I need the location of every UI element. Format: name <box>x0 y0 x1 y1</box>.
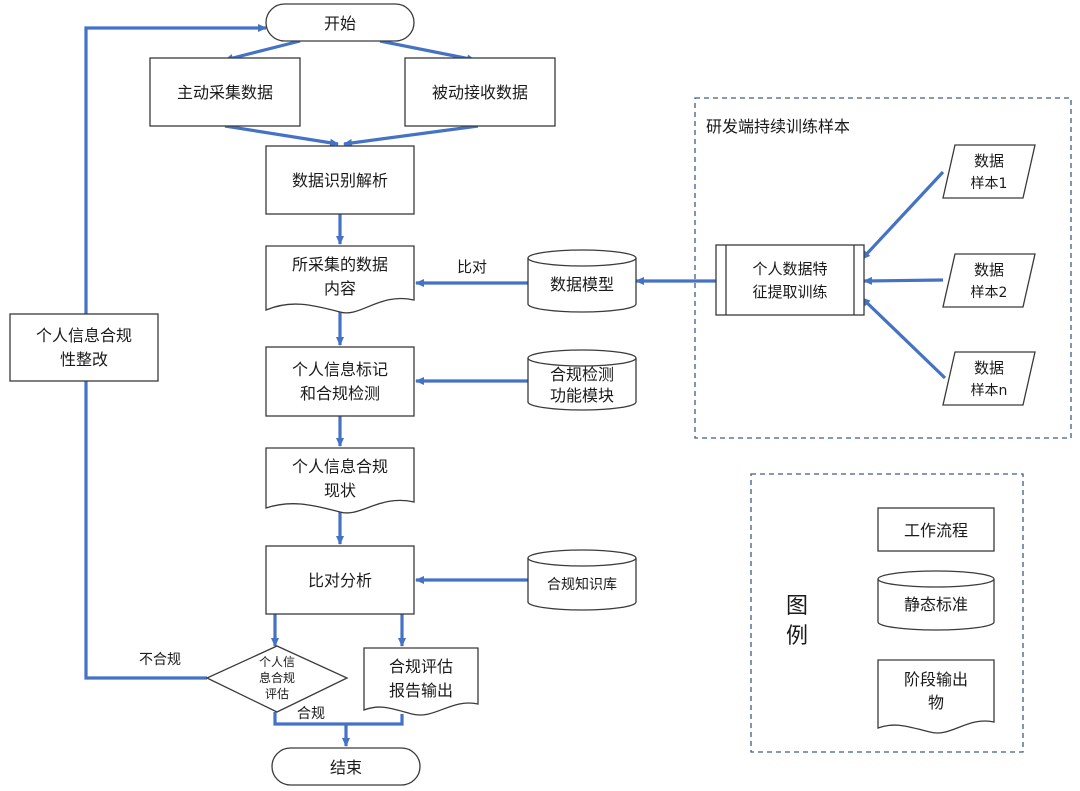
connectors <box>84 24 947 746</box>
start-node: 开始 <box>265 3 415 42</box>
rectify-line-1: 个人信息合规 <box>36 326 132 345</box>
legend-title-line-1: 图 <box>786 594 808 619</box>
legend-workflow: 工作流程 <box>877 507 995 552</box>
sample-n-input: 数据 样本n <box>942 351 1036 406</box>
arrow-active-to-parse <box>224 124 339 147</box>
rectify-line-2: 性整改 <box>60 350 108 369</box>
sample-1-line-2: 样本1 <box>971 176 1008 192</box>
compliant-edge-label: 合规 <box>297 706 325 722</box>
sample-n-line-2: 样本n <box>971 383 1008 399</box>
arrow-start-to-active <box>224 39 301 62</box>
active-collect-box: 主动采集数据 <box>149 57 301 127</box>
legend-title-line-2: 例 <box>786 624 808 649</box>
arrow-rectify-to-start <box>84 24 267 314</box>
collected-content-document: 所采集的数据 内容 <box>265 245 415 314</box>
compliance-decision-diamond: 个人信 息合规 评估 <box>205 645 349 713</box>
compare-analysis-label: 比对分析 <box>308 571 372 590</box>
active-collect-label: 主动采集数据 <box>177 83 273 102</box>
arrow-sample2-to-train <box>863 276 944 285</box>
arrow-start-to-passive <box>379 39 476 63</box>
extract-train-line-2: 征提取训练 <box>752 283 827 301</box>
sample-2-input: 数据 样本2 <box>942 253 1036 308</box>
legend-stage-output-line-1: 阶段输出 <box>904 670 968 689</box>
extract-train-line-1: 个人数据特 <box>752 260 827 278</box>
arrow-sample1-to-train <box>860 170 945 261</box>
report-line-1: 合规评估 <box>389 657 453 676</box>
check-module-line-2: 功能模块 <box>550 386 614 405</box>
decision-line-3: 评估 <box>265 687 289 701</box>
compliance-status-document: 个人信息合规 现状 <box>265 447 415 514</box>
compliance-status-line-1: 个人信息合规 <box>292 457 388 476</box>
rectify-box: 个人信息合规 性整改 <box>9 313 159 382</box>
data-model-label: 数据模型 <box>550 275 614 294</box>
arrow-passive-to-parse <box>343 124 479 147</box>
passive-receive-box: 被动接收数据 <box>404 57 556 127</box>
arrow-noncompliant-to-rectify <box>84 381 207 680</box>
check-module-cylinder: 合规检测 功能模块 <box>527 349 637 411</box>
start-label: 开始 <box>324 14 356 33</box>
compliance-status-line-2: 现状 <box>324 481 356 500</box>
report-output-document: 合规评估 报告输出 <box>363 647 479 716</box>
check-module-line-1: 合规检测 <box>550 365 614 384</box>
noncompliant-edge-label: 不合规 <box>139 652 181 668</box>
decision-line-2: 息合规 <box>259 670 295 685</box>
arrow-samplen-to-train <box>860 296 947 380</box>
compare-edge-label: 比对 <box>457 258 487 276</box>
legend-stage-output: 阶段输出 物 <box>877 659 995 734</box>
data-model-cylinder: 数据模型 <box>527 249 637 313</box>
report-line-2: 报告输出 <box>389 681 453 700</box>
sample-2-line-2: 样本2 <box>971 285 1008 301</box>
collected-content-line-1: 所采集的数据 <box>292 255 388 274</box>
identify-parse-label: 数据识别解析 <box>292 171 388 190</box>
legend-workflow-label: 工作流程 <box>904 521 968 540</box>
extract-train-process: 个人数据特 征提取训练 <box>715 244 865 316</box>
mark-check-line-1: 个人信息标记 <box>292 360 388 379</box>
sample-1-line-1: 数据 <box>974 152 1004 170</box>
sample-1-input: 数据 样本1 <box>942 144 1036 199</box>
mark-check-line-2: 和合规检测 <box>300 384 380 403</box>
mark-check-box: 个人信息标记 和合规检测 <box>265 346 415 417</box>
collected-content-line-2: 内容 <box>324 279 356 298</box>
knowledge-base-label: 合规知识库 <box>547 576 617 593</box>
legend: 图 例 工作流程 静态标准 阶段输出 物 <box>750 473 1024 753</box>
legend-static-standard: 静态标准 <box>877 570 995 631</box>
identify-parse-box: 数据识别解析 <box>265 145 415 215</box>
sample-n-line-1: 数据 <box>974 359 1004 377</box>
end-label: 结束 <box>330 758 362 777</box>
decision-line-1: 个人信 <box>259 655 295 669</box>
end-node: 结束 <box>271 747 421 786</box>
knowledge-base-cylinder: 合规知识库 <box>527 549 637 611</box>
training-group: 研发端持续训练样本 个人数据特 征提取训练 数据 样本1 数据 样本2 数据 样… <box>694 97 1072 439</box>
training-group-title: 研发端持续训练样本 <box>706 117 850 136</box>
sample-2-line-1: 数据 <box>974 261 1004 279</box>
compare-analysis-box: 比对分析 <box>265 545 415 615</box>
passive-receive-label: 被动接收数据 <box>432 83 528 102</box>
legend-static-standard-label: 静态标准 <box>904 595 968 614</box>
arrow-decision-to-end <box>273 712 404 746</box>
legend-stage-output-line-2: 物 <box>928 693 944 712</box>
